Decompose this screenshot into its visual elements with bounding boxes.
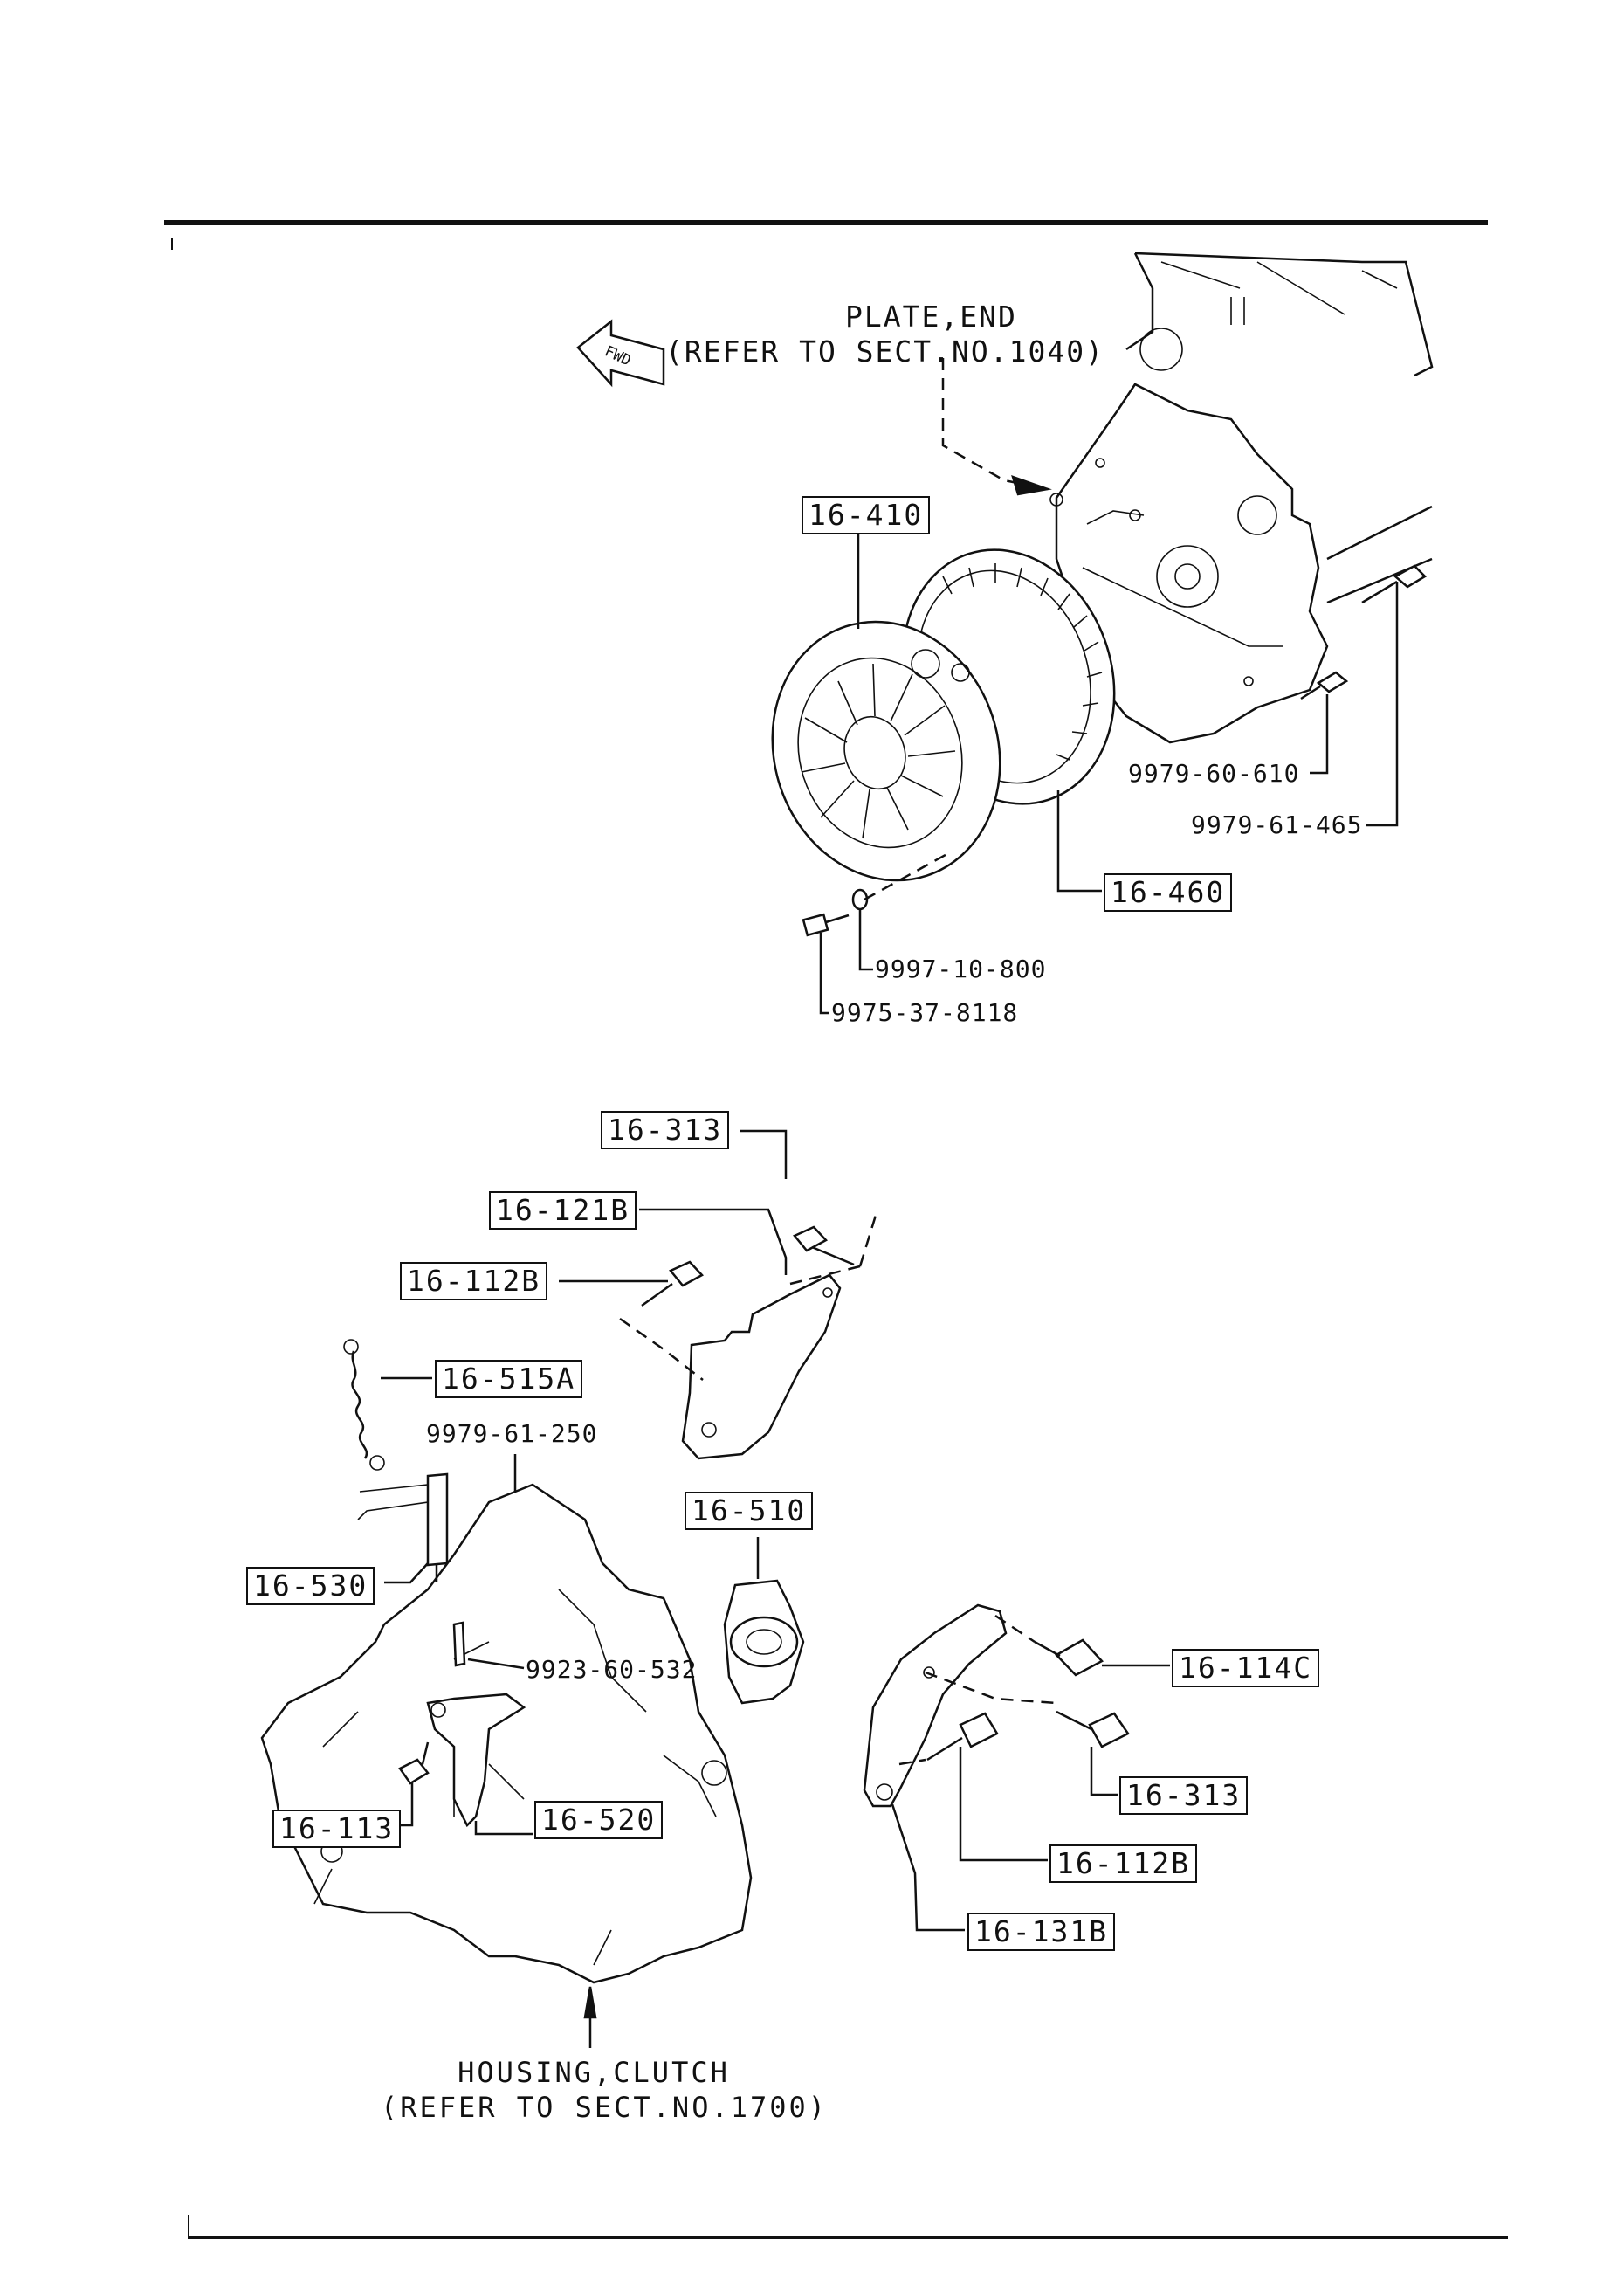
bolt-16-313-dashed [789,1209,879,1286]
bolt-16-112B-top [559,1260,705,1307]
label-9923-60-532: 9923-60-532 [526,1655,698,1684]
label-16-520: 16-520 [534,1801,664,1839]
top-rule-tick [171,238,173,250]
label-16-113: 16-113 [272,1810,402,1848]
bottom-rule-tick [188,2215,189,2237]
bolt-16-313-top [740,1129,855,1266]
washer-9997-10-800 [851,888,873,971]
plate-end-leader [941,358,1049,491]
bolt-16-112B-dashed [619,1317,704,1381]
bolt-9975-37-8118 [802,913,850,1015]
clutch-cover [771,620,1001,882]
bolt-16-114C [1034,1638,1170,1677]
label-16-460: 16-460 [1104,873,1233,912]
pin-9923-60-532 [452,1621,525,1670]
bolt-16-112B-dashed-bottom [898,1758,926,1766]
label-16-313-bottom: 16-313 [1119,1776,1249,1815]
label-16-112B-bottom: 16-112B [1049,1844,1198,1883]
label-16-515A: 16-515A [435,1360,583,1398]
bolt-16-114C-dashed [925,1614,1057,1705]
label-9979-61-250: 9979-61-250 [426,1419,598,1448]
label-16-530: 16-530 [246,1567,375,1605]
label-16-112B-top: 16-112B [400,1262,548,1300]
release-fork-16-520 [426,1693,533,1836]
housing-arrow-icon [583,1986,597,2019]
fwd-arrow-icon [576,319,665,388]
bracket-16-121B [639,1208,842,1460]
label-16-114C: 16-114C [1172,1649,1320,1687]
spring-16-515A [343,1339,432,1471]
housing-ref: (REFER TO SECT.NO.1700) [380,2091,829,2124]
label-9979-60-610: 9979-60-610 [1128,759,1300,788]
label-16-313-top: 16-313 [601,1111,730,1149]
bolt-16-112B-bottom [926,1712,1048,1862]
label-9997-10-800: 9997-10-800 [875,955,1047,983]
clutch-housing [260,1483,753,1984]
release-bearing-16-510 [723,1537,805,1705]
label-9979-61-465: 9979-61-465 [1191,810,1363,839]
bolt-9979-60-610 [1300,671,1349,775]
plate-end-ref: (REFER TO SECT.NO.1040) [665,334,1104,369]
bottom-rule [188,2236,1508,2239]
plate-end-title: PLATE,END [845,300,1017,334]
label-9975-37-8118: 9975-37-8118 [831,998,1019,1027]
bolt-to-cover-dashed [864,850,953,901]
label-16-121B: 16-121B [489,1191,637,1230]
bolt-16-313-bottom [1056,1710,1130,1796]
leader-16-460 [1056,790,1102,893]
label-16-410: 16-410 [802,496,931,534]
label-16-131B: 16-131B [967,1913,1116,1951]
bracket-16-131B [863,1603,1008,1932]
top-rule [164,220,1488,225]
bolt-16-113 [398,1741,430,1827]
label-16-510: 16-510 [685,1492,814,1530]
bolt-9979-61-465 [1361,564,1428,827]
housing-title: HOUSING,CLUTCH [458,2056,730,2089]
